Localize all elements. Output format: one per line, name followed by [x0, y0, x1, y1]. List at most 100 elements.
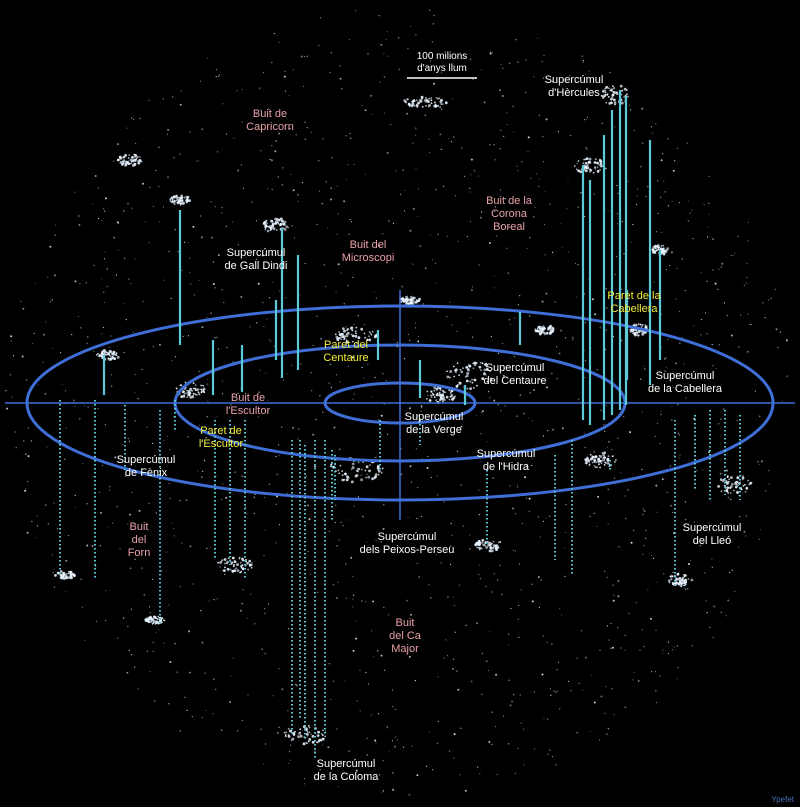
galaxy-dot [745, 535, 747, 537]
galaxy-dot [124, 257, 126, 259]
galaxy-dot [152, 650, 154, 652]
galaxy-dot [421, 407, 423, 409]
galaxy-dot [712, 269, 714, 271]
galaxy-dot [70, 576, 73, 580]
galaxy-dot [445, 395, 449, 399]
galaxy-dot [297, 200, 299, 202]
galaxy-dot [148, 502, 150, 504]
galaxy-dot [602, 89, 605, 93]
galaxy-dot [725, 469, 728, 472]
galaxy-dot [549, 324, 553, 328]
galaxy-dot [110, 335, 112, 337]
galaxy-dot [236, 563, 239, 566]
galaxy-dot [289, 759, 291, 761]
galaxy-dot [179, 384, 182, 387]
galaxy-dot [588, 157, 592, 161]
galaxy-dot [487, 391, 490, 393]
galaxy-dot [212, 713, 214, 715]
galaxy-dot [583, 215, 586, 218]
galaxy-dot [596, 170, 600, 173]
galaxy-dot [439, 133, 442, 136]
galaxy-dot [685, 588, 687, 591]
galaxy-dot [636, 195, 638, 197]
galaxy-dot [306, 55, 308, 57]
galaxy-dot [115, 352, 118, 354]
galaxy-dot [53, 274, 56, 277]
galaxy-dot [180, 196, 184, 200]
galaxy-dot [711, 343, 713, 346]
galaxy-dot [624, 495, 626, 497]
galaxy-dot [432, 393, 435, 396]
galaxy-dot [180, 202, 183, 205]
galaxy-dot [611, 646, 614, 649]
galaxy-dot [635, 324, 638, 327]
galaxy-dot [131, 156, 134, 159]
galaxy-dot [747, 351, 749, 353]
galaxy-dot [275, 229, 278, 231]
galaxy-dot [141, 567, 143, 570]
galaxy-dot [628, 104, 631, 106]
galaxy-dot [557, 690, 559, 692]
galaxy-dot [284, 90, 287, 92]
galaxy-dot [174, 356, 177, 358]
galaxy-dot [189, 131, 191, 133]
galaxy-dot [294, 730, 296, 733]
galaxy-dot [671, 405, 673, 407]
galaxy-dot [119, 548, 121, 550]
galaxy-dot [211, 236, 213, 239]
galaxy-dot [306, 733, 309, 736]
galaxy-dot [132, 160, 135, 163]
galaxy-dot [701, 469, 704, 471]
galaxy-dot [330, 463, 333, 466]
galaxy-dot [290, 739, 293, 742]
galaxy-dot [334, 333, 337, 336]
galaxy-dot [395, 708, 397, 711]
galaxy-dot [372, 600, 375, 603]
galaxy-dot [385, 38, 387, 41]
galaxy-dot [284, 70, 286, 72]
galaxy-dot [626, 93, 628, 96]
galaxy-dot [660, 410, 662, 412]
galaxy-dot [386, 725, 388, 728]
galaxy-dot [481, 362, 484, 365]
galaxy-dot [152, 442, 154, 444]
scale-line-2: d'anys llum [417, 63, 467, 74]
galaxy-dot [717, 485, 720, 488]
galaxy-dot [214, 206, 216, 208]
galaxy-dot [229, 675, 232, 677]
galaxy-dot [123, 210, 125, 212]
galaxy-dot [693, 521, 695, 523]
galaxy-dot [628, 612, 630, 615]
galaxy-dot [662, 649, 664, 651]
galaxy-dot [472, 362, 475, 365]
galaxy-dot [676, 645, 678, 647]
galaxy-dot [241, 564, 244, 567]
galaxy-dot [464, 375, 467, 378]
galaxy-dot [408, 407, 411, 410]
galaxy-dot [188, 630, 191, 633]
galaxy-dot [437, 310, 439, 312]
galaxy-dot [340, 338, 343, 341]
galaxy-dot [730, 499, 732, 501]
galaxy-dot [678, 583, 681, 586]
galaxy-dot [109, 485, 111, 488]
galaxy-dot [168, 703, 170, 705]
galaxy-dot [382, 790, 384, 792]
galaxy-dot [195, 394, 198, 396]
galaxy-dot [603, 423, 605, 426]
galaxy-dot [249, 326, 251, 328]
galaxy-dot [337, 469, 340, 472]
galaxy-dot [470, 289, 473, 291]
galaxy-dot [524, 476, 527, 479]
galaxy-dot [298, 428, 300, 430]
galaxy-dot [159, 221, 161, 223]
galaxy-dot [316, 223, 318, 225]
galaxy-dot [129, 513, 131, 516]
galaxy-dot [659, 675, 661, 677]
galaxy-dot [478, 264, 480, 266]
galaxy-dot [316, 741, 318, 743]
galaxy-dot [79, 418, 81, 420]
galaxy-dot [489, 52, 492, 55]
